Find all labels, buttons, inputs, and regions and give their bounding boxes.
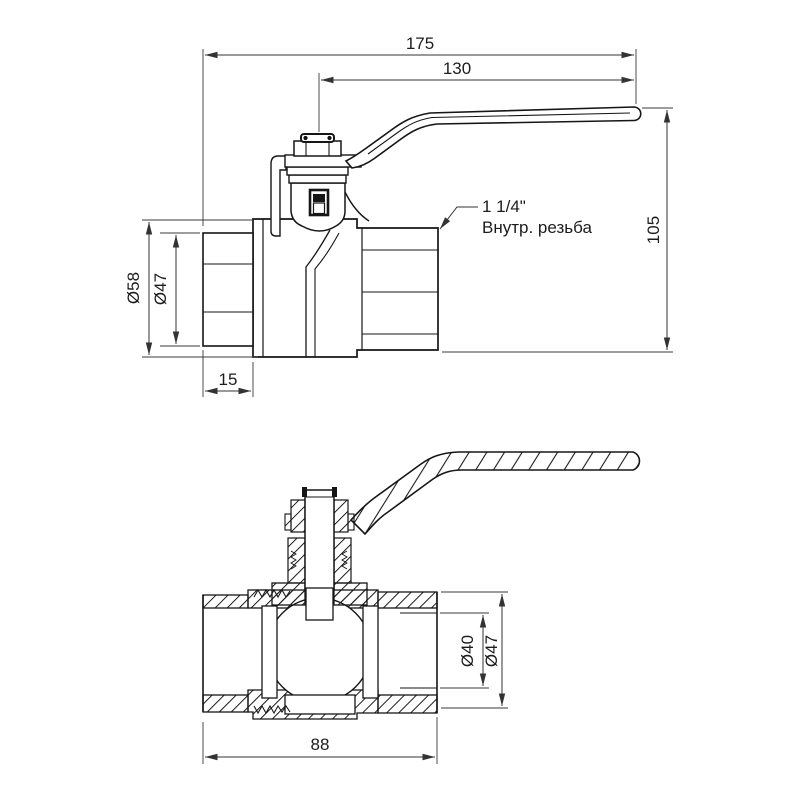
dim-thread-diameter: Ø47 xyxy=(441,591,508,709)
left-pipe-top-wall xyxy=(202,594,249,609)
dim-handle-length: 130 xyxy=(318,59,634,132)
body-parting-line xyxy=(314,232,340,357)
dim-label-o47-top: Ø47 xyxy=(151,273,170,305)
handle-section xyxy=(349,451,641,536)
stem-foot xyxy=(305,587,334,621)
bottom-view: 88 Ø40 Ø47 xyxy=(202,451,641,764)
handle-inner-edge xyxy=(367,112,631,155)
stem-thread-left xyxy=(290,550,297,570)
dim-label-175: 175 xyxy=(406,34,434,53)
dim-body-length: 88 xyxy=(202,717,438,764)
dim-label-105: 105 xyxy=(644,216,663,244)
packing-nut-right xyxy=(333,499,349,533)
stem-nub xyxy=(332,487,337,497)
right-pipe-bottom-wall xyxy=(377,694,438,714)
handle-outline xyxy=(344,106,642,169)
stem-cap-dot xyxy=(303,135,308,141)
thread-note: 1 1/4" Внутр. резьба xyxy=(439,197,592,237)
flange-plate xyxy=(286,166,349,176)
stem-cap xyxy=(300,133,335,143)
stem-cap-dot xyxy=(327,135,332,141)
bottom-seat xyxy=(284,694,356,715)
valve-side-view xyxy=(202,106,642,358)
dim-bore-diameter: Ø40 xyxy=(440,612,489,689)
flange-plate xyxy=(288,174,347,184)
stem-window-dark xyxy=(313,194,325,202)
dim-label-130: 130 xyxy=(443,59,471,78)
dim-union-length: 15 xyxy=(202,350,254,397)
dim-label-o40: Ø40 xyxy=(458,635,477,667)
dim-union-diameter: Ø47 xyxy=(151,232,200,347)
thread-type-label: Внутр. резьба xyxy=(482,218,592,237)
dim-label-15: 15 xyxy=(219,370,238,389)
dim-total-length: 175 xyxy=(202,34,637,226)
left-pipe-bottom-wall xyxy=(202,694,249,713)
stem xyxy=(304,489,335,591)
stem-nub xyxy=(302,487,307,497)
body-parting-line xyxy=(305,229,331,357)
dim-label-88: 88 xyxy=(311,735,330,754)
top-view: 175 130 105 Ø58 Ø47 xyxy=(124,34,673,397)
dim-body-diameter: Ø58 xyxy=(124,219,258,358)
gland-left xyxy=(287,537,306,584)
thread-size-label: 1 1/4" xyxy=(482,197,526,216)
thread-zigzag-bottom xyxy=(253,704,291,715)
valve-body xyxy=(252,218,439,358)
packing-nut xyxy=(293,140,342,157)
union-end xyxy=(202,232,254,347)
packing-nut-left xyxy=(290,499,306,533)
dim-label-o47-bottom: Ø47 xyxy=(482,635,501,667)
stop-bracket xyxy=(270,155,287,237)
dim-label-o58: Ø58 xyxy=(124,272,143,304)
left-seat xyxy=(261,605,278,699)
right-pipe-top-wall xyxy=(377,591,438,609)
collar-right xyxy=(333,582,368,606)
valve-section-view xyxy=(202,451,641,720)
nut-tab-left xyxy=(284,513,292,531)
neck-fillet xyxy=(344,191,370,222)
stem-window-inner xyxy=(312,202,326,215)
thread-zigzag-top xyxy=(253,588,291,599)
right-seat xyxy=(362,605,379,699)
dim-total-height: 105 xyxy=(442,107,673,353)
stem-thread-right xyxy=(341,550,348,570)
